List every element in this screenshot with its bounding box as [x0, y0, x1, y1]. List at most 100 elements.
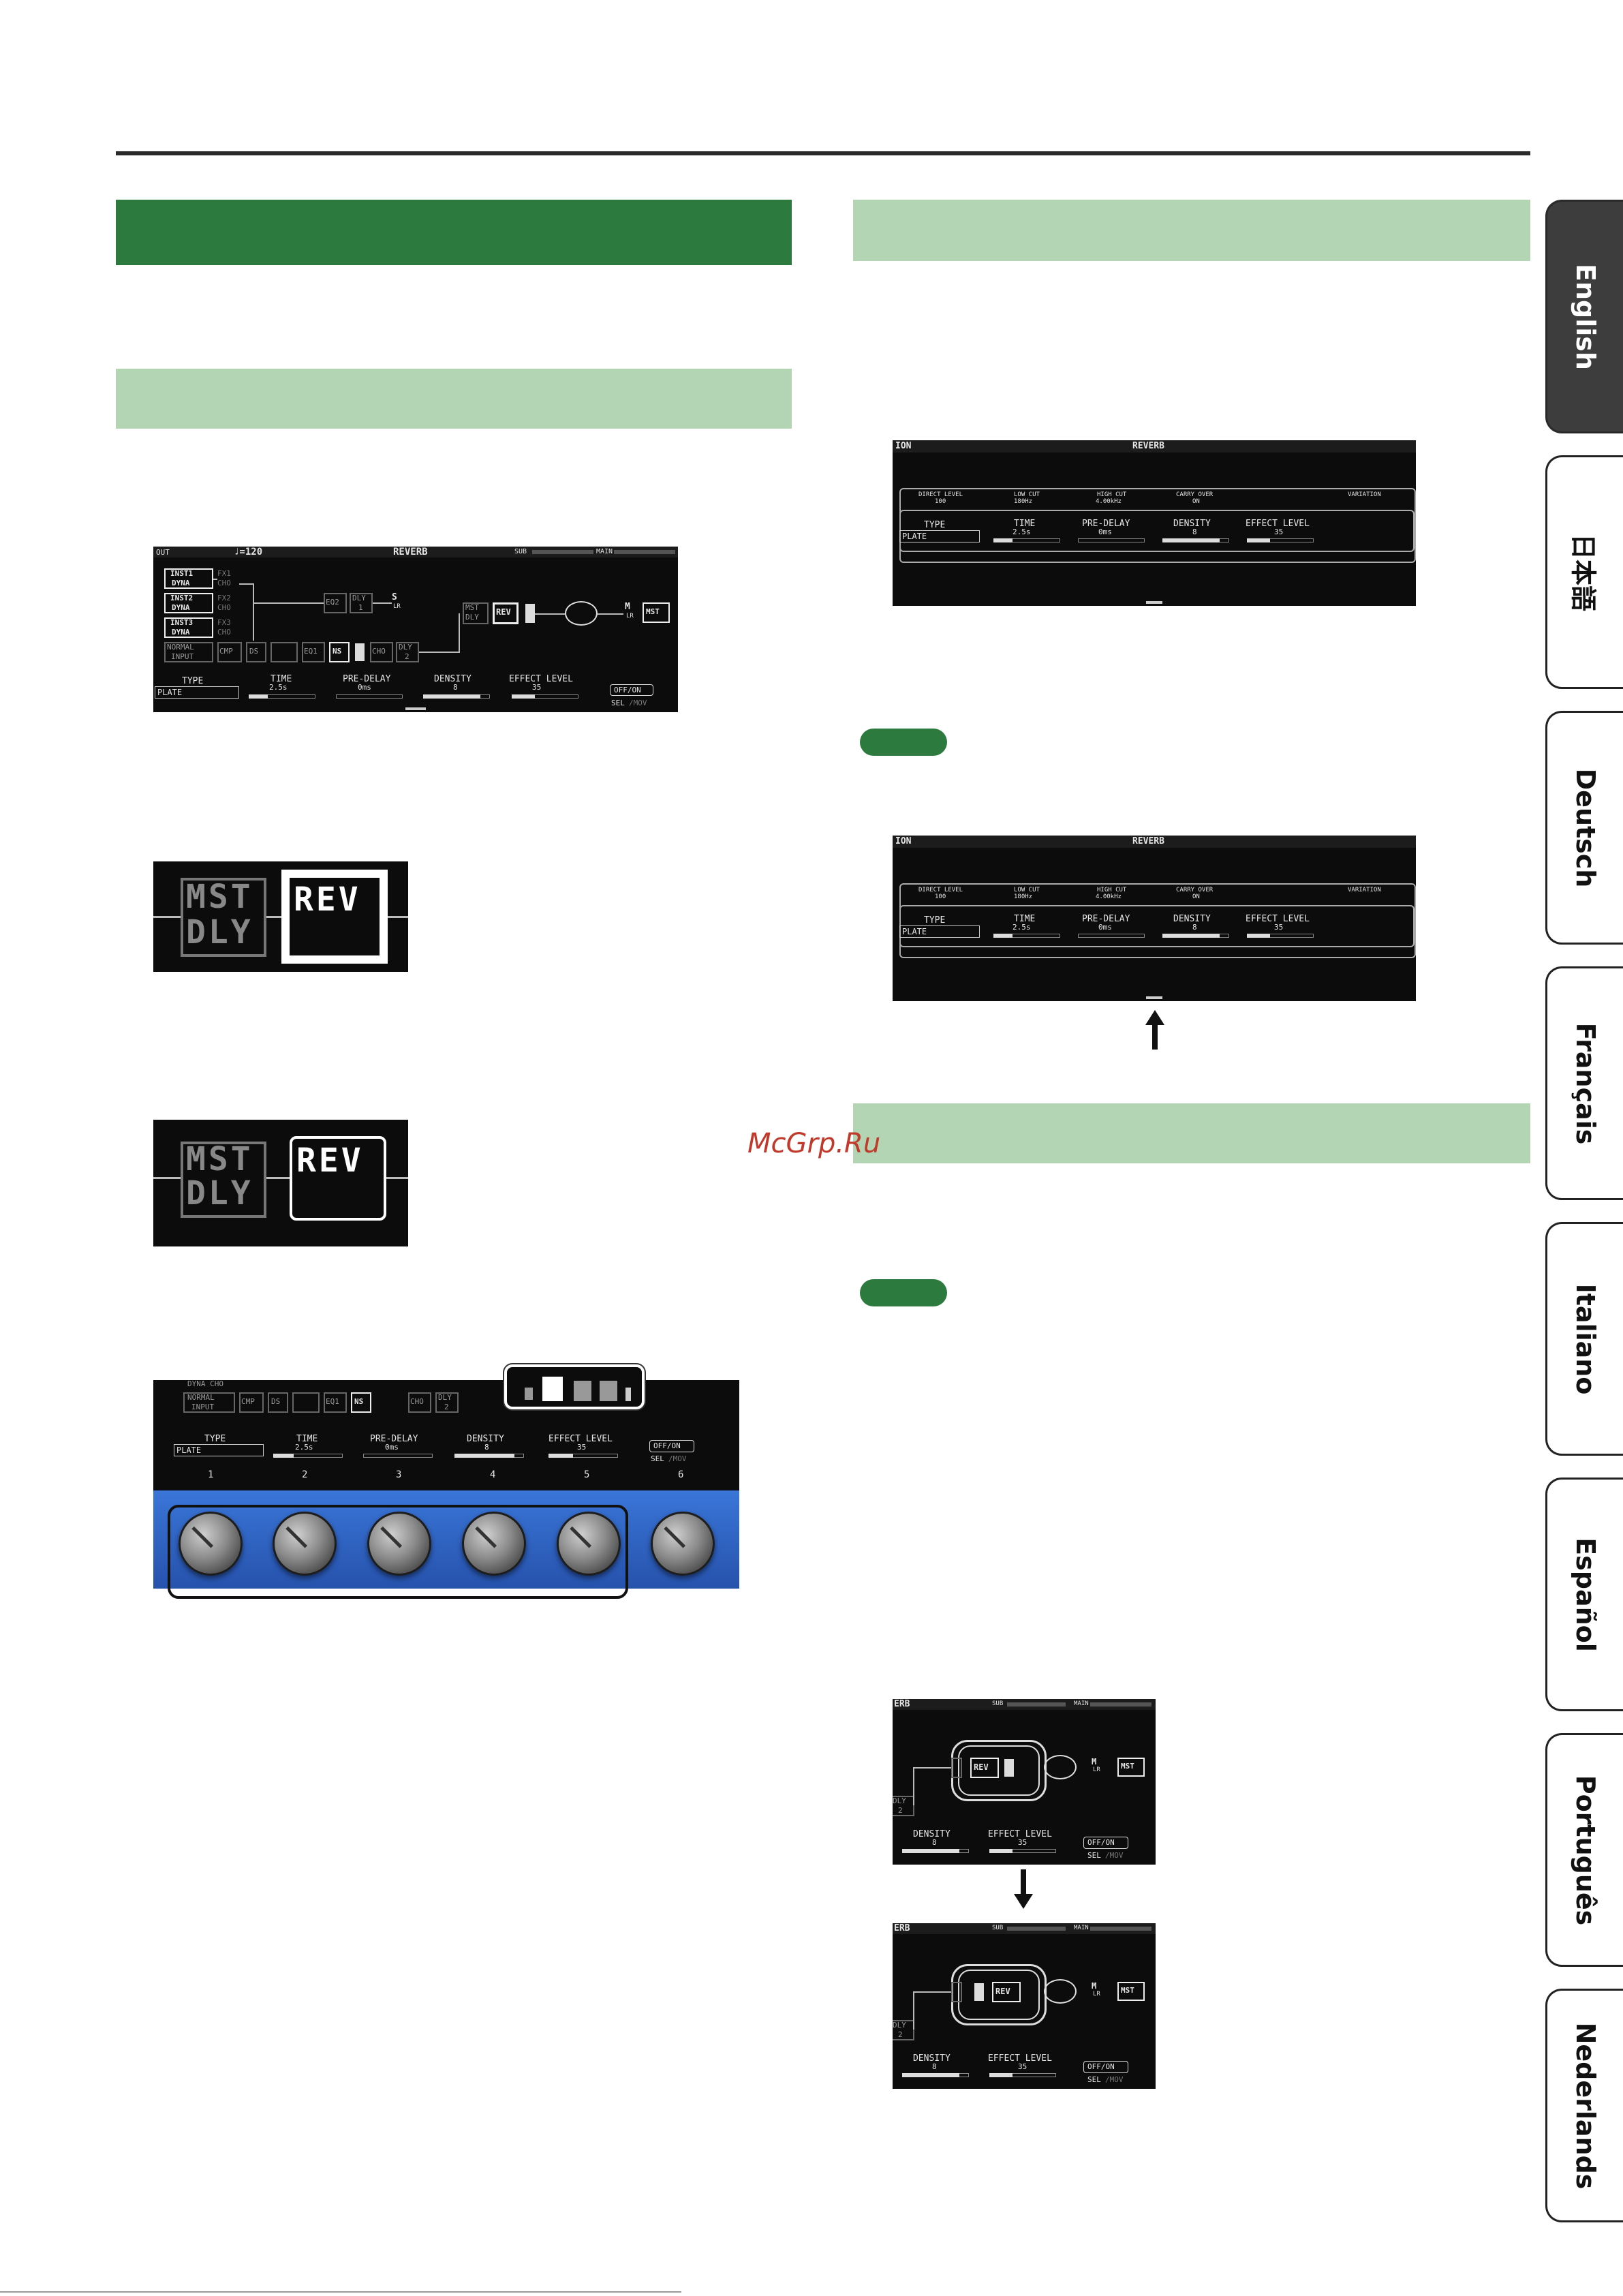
- detail-predelay-label: PRE-DELAY: [1082, 519, 1130, 529]
- kp-offon-button[interactable]: [649, 1440, 694, 1452]
- eq1-block[interactable]: [302, 642, 325, 662]
- tab-italiano-label: Italiano: [1570, 1283, 1601, 1394]
- tab-japanese[interactable]: 日本語: [1545, 455, 1623, 689]
- rev-zoom-block-normal[interactable]: [290, 1136, 386, 1221]
- inst2-label: INST2: [170, 594, 194, 602]
- cho-block[interactable]: [370, 642, 393, 662]
- small2-m: M: [1092, 1981, 1097, 1991]
- kp-density-value: 8: [484, 1443, 489, 1452]
- zoom-rev-label: REV: [294, 881, 361, 919]
- knob-2[interactable]: [273, 1512, 337, 1576]
- tab-deutsch[interactable]: Deutsch: [1545, 711, 1623, 945]
- note-badge: [860, 729, 947, 756]
- small-effect-label: EFFECT LEVEL: [988, 1829, 1052, 1839]
- knob-number-4: 4: [490, 1469, 496, 1480]
- cmp-label: CMP: [219, 647, 233, 656]
- zoom2-mst-label: MST: [186, 1140, 253, 1178]
- ds-block-2[interactable]: [268, 1392, 288, 1413]
- mst-out-block[interactable]: [643, 602, 670, 623]
- knob-3[interactable]: [367, 1512, 431, 1576]
- mst-dly-zoom-block-2[interactable]: [181, 1142, 266, 1218]
- input-label: INPUT: [171, 652, 194, 661]
- kp-predelay-bar: [363, 1454, 433, 1458]
- mst-dly-block[interactable]: [463, 602, 489, 624]
- ds-label: DS: [249, 647, 259, 656]
- small-sel: SEL: [1087, 1851, 1101, 1860]
- small2-sub: SUB: [992, 1925, 1004, 1931]
- lcd-reverb-detail-1: ION REVERB DIRECT LEVEL 100 LOW CUT 180H…: [893, 440, 1416, 606]
- param-type-field[interactable]: [155, 686, 239, 699]
- dly1-block[interactable]: [350, 593, 373, 613]
- small2-offon-button[interactable]: [1083, 2061, 1128, 2073]
- dly2-block[interactable]: [396, 642, 419, 662]
- tab-nederlands[interactable]: Nederlands: [1545, 1989, 1623, 2222]
- knob-1[interactable]: [179, 1512, 243, 1576]
- dly2-block-2[interactable]: [435, 1392, 459, 1413]
- normal-input-block[interactable]: [164, 642, 213, 662]
- watermark: McGrp.Ru: [747, 1128, 881, 1159]
- small2-density-value: 8: [932, 2062, 937, 2071]
- offon-button[interactable]: [610, 684, 653, 696]
- cmp-block-2[interactable]: [239, 1392, 264, 1413]
- amp-block[interactable]: [270, 642, 298, 662]
- param-time-label: TIME: [270, 674, 292, 684]
- detail-header-left: ION: [895, 441, 912, 451]
- param-predelay-value: 0ms: [358, 683, 371, 692]
- eq1-block-2[interactable]: [324, 1392, 347, 1413]
- inst3-block[interactable]: [164, 617, 213, 638]
- tab-francais[interactable]: Français: [1545, 966, 1623, 1200]
- dly-label: DLY: [465, 613, 479, 622]
- dly1-label: DLY: [352, 594, 366, 602]
- eq2-block[interactable]: [324, 593, 347, 613]
- detail2-type-value: PLATE: [902, 927, 927, 936]
- ds-block[interactable]: [246, 642, 266, 662]
- offon-label: OFF/ON: [614, 686, 641, 694]
- direct-label-2: DIRECT LEVEL: [918, 887, 963, 893]
- tab-english[interactable]: English: [1545, 200, 1623, 433]
- tab-italiano[interactable]: Italiano: [1545, 1222, 1623, 1456]
- kp-mov-label: /MOV: [668, 1454, 687, 1463]
- subsection-header-bar-right-1: [853, 200, 1530, 261]
- small2-rev-block[interactable]: [992, 1982, 1021, 2002]
- fx2-label: FX2: [217, 594, 231, 602]
- small-effect-value: 35: [1018, 1838, 1027, 1847]
- highcut-label: HIGH CUT: [1097, 491, 1127, 498]
- amp-block-2[interactable]: [292, 1392, 320, 1413]
- small-rev-block[interactable]: [970, 1758, 999, 1778]
- cmp-block[interactable]: [217, 642, 242, 662]
- inst1-block[interactable]: [164, 568, 213, 589]
- cho-block-2[interactable]: [408, 1392, 431, 1413]
- arrow-up-icon: [1145, 1010, 1164, 1050]
- param-density-label: DENSITY: [434, 674, 472, 684]
- ns-block-2[interactable]: [351, 1392, 371, 1413]
- kp-type-field[interactable]: [174, 1444, 264, 1456]
- kp-sel-label: SEL: [651, 1454, 664, 1463]
- rev-block[interactable]: [493, 602, 519, 624]
- detail2-type-field[interactable]: [899, 925, 980, 938]
- detail2-predelay-value: 0ms: [1098, 923, 1112, 932]
- tab-espanol[interactable]: Español: [1545, 1478, 1623, 1711]
- rev-label: REV: [496, 607, 511, 617]
- mst-dly-zoom-block[interactable]: [181, 878, 266, 957]
- sub-meter: [532, 550, 593, 554]
- small-offon-button[interactable]: [1083, 1837, 1128, 1849]
- knob-4[interactable]: [462, 1512, 526, 1576]
- screen-title: REVERB: [393, 547, 428, 557]
- inst2-block[interactable]: [164, 593, 213, 613]
- knob-number-3: 3: [396, 1469, 402, 1480]
- detail-type-field[interactable]: [899, 530, 980, 542]
- tab-portugues[interactable]: Português: [1545, 1733, 1623, 1967]
- highcut-value-2: 4.00kHz: [1096, 893, 1122, 900]
- subsection-header-bar-right-2: [853, 1103, 1530, 1163]
- kp-effect-value: 35: [577, 1443, 587, 1452]
- knob-5[interactable]: [557, 1512, 621, 1576]
- tab-portugues-label: Português: [1570, 1775, 1601, 1925]
- ns-block[interactable]: [329, 642, 350, 662]
- rev-zoom-block-thick[interactable]: [281, 870, 388, 964]
- knob-6[interactable]: [651, 1512, 715, 1576]
- small-offon-label: OFF/ON: [1087, 1838, 1115, 1847]
- small2-offon-label: OFF/ON: [1087, 2062, 1115, 2071]
- dly2-num-2: 2: [444, 1403, 449, 1411]
- ns-label: NS: [333, 647, 342, 656]
- detail2-title: REVERB: [1132, 836, 1164, 846]
